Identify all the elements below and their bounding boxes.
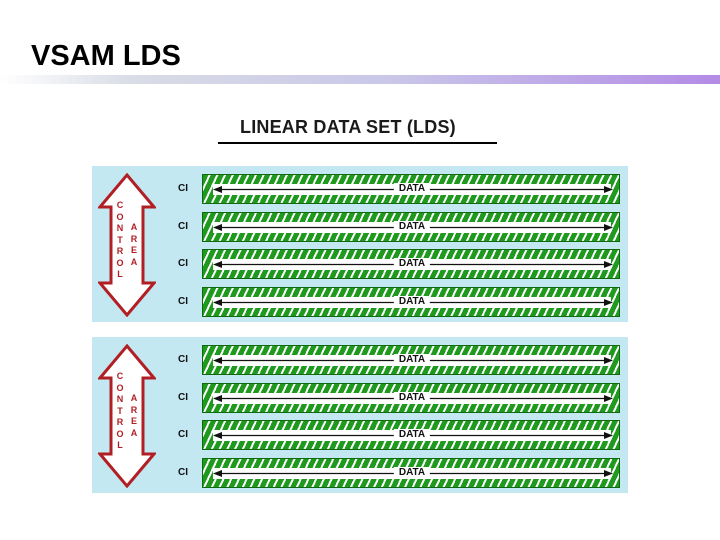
- control-interval-bar: DATA: [202, 286, 620, 317]
- data-span: DATA: [213, 354, 613, 366]
- arrowhead-left: [213, 298, 222, 306]
- arrowhead-right: [604, 223, 613, 231]
- arrowhead-right: [604, 469, 613, 477]
- ci-label: CI: [178, 220, 188, 232]
- ci-label: CI: [178, 183, 188, 194]
- control-letter: C: [116, 200, 124, 210]
- data-span: DATA: [213, 429, 613, 441]
- data-label: DATA: [393, 220, 431, 233]
- ci-label: CI: [178, 354, 188, 365]
- data-span: DATA: [213, 391, 613, 404]
- control-letter: T: [117, 234, 123, 245]
- control-interval-bar: DATA: [202, 420, 620, 450]
- area-letter: A: [130, 256, 138, 267]
- arrowhead-left: [213, 394, 222, 402]
- area-letter: A: [130, 393, 138, 403]
- control-letter: O: [116, 382, 124, 393]
- slide-title: VSAM LDS: [31, 40, 181, 72]
- diagram-heading: LINEAR DATA SET (LDS): [240, 117, 456, 137]
- arrowhead-right: [604, 357, 613, 364]
- control-letter: O: [116, 428, 124, 439]
- data-span: DATA: [213, 295, 613, 308]
- control-interval-bar: DATA: [202, 174, 620, 204]
- data-span: DATA: [213, 466, 613, 479]
- area-letter: E: [130, 245, 137, 255]
- ci-label: CI: [178, 466, 188, 478]
- control-letter: L: [117, 269, 123, 279]
- control-arrow-shape: [98, 173, 156, 317]
- control-interval-bar: DATA: [202, 345, 620, 375]
- heading-underline: [218, 142, 497, 144]
- area-letter: E: [130, 416, 137, 426]
- data-label: DATA: [393, 429, 431, 441]
- data-span: DATA: [213, 183, 613, 195]
- data-label: DATA: [393, 466, 431, 479]
- ci-label: CI: [178, 391, 188, 403]
- control-letter: N: [116, 394, 124, 404]
- arrowhead-left: [213, 469, 222, 477]
- ci-label: CI: [178, 258, 188, 269]
- control-interval-bar: DATA: [202, 457, 620, 488]
- arrowhead-left: [213, 223, 222, 231]
- title-rule: [0, 75, 720, 84]
- control-letter: O: [116, 257, 124, 268]
- control-interval-bar: DATA: [202, 382, 620, 413]
- area-letter: A: [130, 427, 138, 438]
- data-span: DATA: [213, 220, 613, 233]
- arrowhead-right: [604, 432, 613, 439]
- control-arrow-shape: [98, 344, 156, 488]
- control-area-arrow: [98, 173, 156, 317]
- area-letter: R: [130, 233, 138, 244]
- control-area-arrow: [98, 344, 156, 488]
- area-letter: A: [130, 222, 138, 232]
- control-letter: T: [117, 405, 123, 416]
- control-letter: C: [116, 371, 124, 381]
- control-interval-bar: DATA: [202, 211, 620, 242]
- control-interval-bar: DATA: [202, 249, 620, 279]
- data-span: DATA: [213, 258, 613, 270]
- control-letter: L: [117, 440, 123, 450]
- data-label: DATA: [393, 391, 431, 404]
- ci-label: CI: [178, 295, 188, 307]
- control-letter: N: [116, 223, 124, 233]
- data-label: DATA: [393, 183, 431, 195]
- control-letter: R: [116, 246, 124, 256]
- arrowhead-left: [213, 261, 222, 268]
- data-label: DATA: [393, 295, 431, 308]
- data-label: DATA: [393, 258, 431, 270]
- ci-label: CI: [178, 429, 188, 440]
- arrowhead-right: [604, 186, 613, 193]
- arrowhead-left: [213, 186, 222, 193]
- control-letter: O: [116, 211, 124, 222]
- arrowhead-right: [604, 298, 613, 306]
- data-label: DATA: [393, 354, 431, 366]
- arrowhead-left: [213, 432, 222, 439]
- control-letter: R: [116, 417, 124, 427]
- arrowhead-left: [213, 357, 222, 364]
- arrowhead-right: [604, 394, 613, 402]
- area-letter: R: [130, 404, 138, 415]
- arrowhead-right: [604, 261, 613, 268]
